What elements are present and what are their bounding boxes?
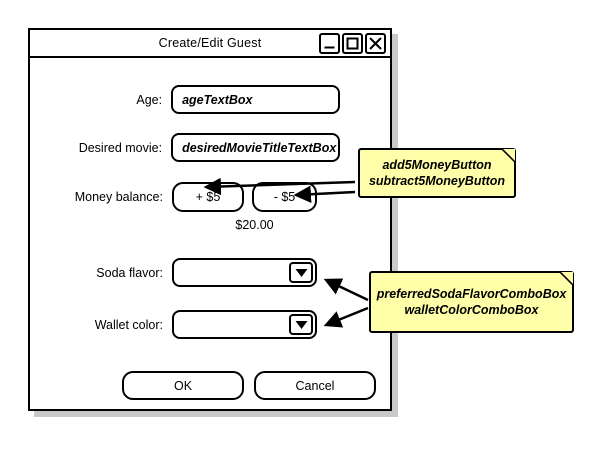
form-row-money-balance: Money balance: + $5 - $5	[30, 182, 340, 212]
annotation-line: preferredSodaFlavorComboBox	[376, 287, 567, 301]
subtract-5-money-button[interactable]: - $5	[252, 182, 317, 212]
cancel-button[interactable]: Cancel	[254, 371, 376, 400]
wallet-color-label: Wallet color:	[94, 317, 163, 332]
age-field[interactable]: ageTextBox	[171, 85, 340, 114]
ok-button[interactable]: OK	[122, 371, 244, 400]
annotation-note-money-buttons: add5MoneyButton subtract5MoneyButton	[358, 148, 516, 198]
window-controls	[319, 33, 386, 54]
note-fold-corner	[559, 271, 574, 286]
age-label: Age:	[136, 92, 163, 107]
form-row-desired-movie: Desired movie: desiredMovieTitleTextBox	[30, 133, 340, 162]
add-5-money-button[interactable]: + $5	[172, 182, 244, 212]
chevron-down-icon[interactable]	[289, 314, 313, 335]
wallet-color-combobox[interactable]	[172, 310, 317, 339]
create-edit-guest-window: Create/Edit Guest Age: ag	[28, 28, 392, 411]
page-title: Create/Edit Guest	[158, 36, 262, 50]
minimize-icon[interactable]	[319, 33, 340, 54]
close-icon[interactable]	[365, 33, 386, 54]
annotation-line: walletColorComboBox	[404, 303, 539, 317]
money-balance-amount: $20.00	[235, 218, 274, 232]
form-row-soda-flavor: Soda flavor:	[30, 258, 340, 287]
annotation-line: add5MoneyButton	[382, 158, 492, 172]
preferred-soda-flavor-combobox[interactable]	[172, 258, 317, 287]
desired-movie-field-placeholder: desiredMovieTitleTextBox	[182, 140, 337, 155]
note-fold-corner	[501, 148, 516, 163]
annotation-line: subtract5MoneyButton	[368, 174, 506, 188]
maximize-icon[interactable]	[342, 33, 363, 54]
chevron-down-icon[interactable]	[289, 262, 313, 283]
age-field-placeholder: ageTextBox	[182, 92, 253, 107]
soda-flavor-label: Soda flavor:	[96, 265, 163, 280]
form-row-age: Age: ageTextBox	[30, 85, 340, 114]
window-title-bar: Create/Edit Guest	[28, 28, 392, 58]
desired-movie-field[interactable]: desiredMovieTitleTextBox	[171, 133, 340, 162]
money-balance-label: Money balance:	[74, 190, 163, 204]
form-row-wallet-color: Wallet color:	[30, 310, 340, 339]
desired-movie-label: Desired movie:	[78, 140, 163, 155]
annotation-note-comboboxes: preferredSodaFlavorComboBox walletColorC…	[369, 271, 574, 333]
